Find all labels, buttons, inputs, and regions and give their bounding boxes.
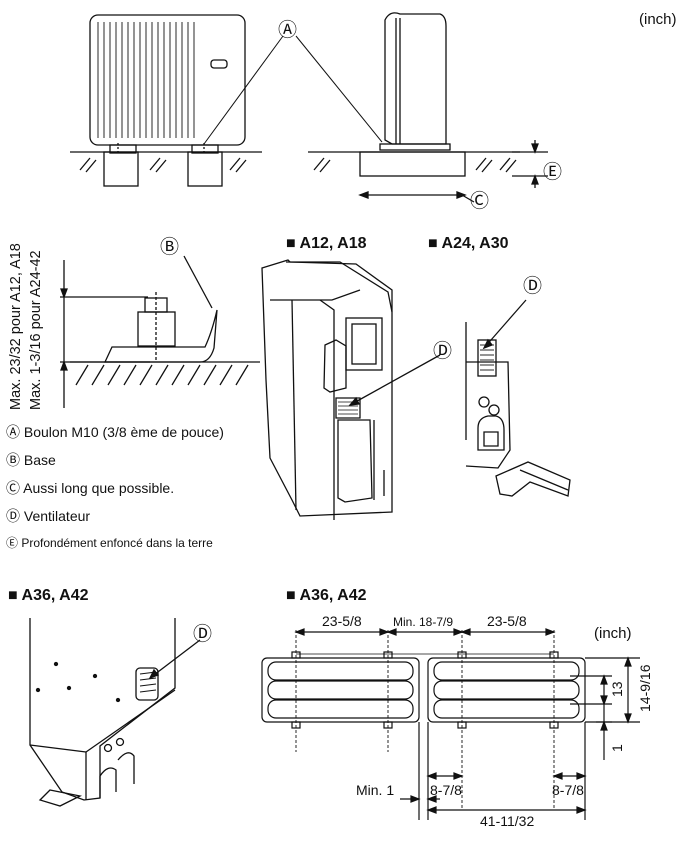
dim-gap-min: Min. 18-7/9 [393,615,453,629]
marker-b: Ⓑ [160,236,179,258]
dim-total-length: 41-11/32 [480,813,534,829]
marker-a-leaders [203,35,383,145]
dim-offset: 1 [609,744,625,752]
outdoor-unit-side-view [308,12,548,203]
unit-a24-a30-drawing [465,299,571,497]
marker-d-a36: Ⓓ [193,623,212,645]
dim-clearance-min: Min. 1 [356,782,394,798]
dim-width-right: 23-5/8 [487,613,527,629]
heading-a36-a42-left: ■ A36, A42 [8,587,89,604]
unit-a36-a42-drawing [29,618,201,807]
dim-height-total: 14-9/16 [637,664,653,712]
legend-item-d: Ⓓ Ventilateur [6,508,90,524]
unit-top-view-dimensions [261,628,640,820]
heading-a24-a30: ■ A24, A30 [428,235,509,252]
heading-a36-a42-right: ■ A36, A42 [286,587,367,604]
dim-edge-left: 8-7/8 [430,782,462,798]
marker-a: Ⓐ [278,19,297,41]
bolt-detail [60,255,260,408]
marker-d-a24: Ⓓ [523,275,542,297]
marker-c: Ⓒ [470,190,489,212]
dim-height-inner: 13 [609,681,625,697]
marker-d-a12: Ⓓ [433,340,452,362]
legend-item-c: Ⓒ Aussi long que possible. [6,480,174,496]
unit-label-top: (inch) [639,11,677,28]
vertical-note-line1: Max. 23/32 pour A12, A18 [8,243,24,410]
dim-edge-right: 8-7/8 [552,782,584,798]
outdoor-unit-front-view [70,14,262,187]
legend-item-a: Ⓐ Boulon M10 (3/8 ème de pouce) [6,424,224,440]
vertical-note-line2: Max. 1-3/16 pour A24-42 [28,250,44,410]
unit-a12-a18-drawing [261,259,441,520]
dim-width-left: 23-5/8 [322,613,362,629]
legend: Ⓐ Boulon M10 (3/8 ème de pouce) Ⓑ Base Ⓒ… [6,424,224,550]
heading-a12-a18: ■ A12, A18 [286,235,367,252]
unit-label-bottom: (inch) [594,625,632,642]
marker-e: Ⓔ [543,161,562,183]
legend-item-b: Ⓑ Base [6,452,56,468]
legend-item-e: Ⓔ Profondément enfoncé dans la terre [6,536,213,550]
